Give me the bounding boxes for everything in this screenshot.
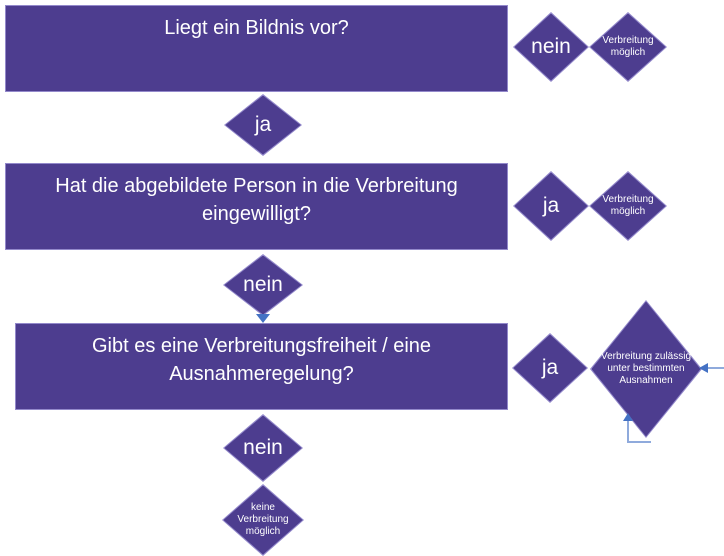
- question-text-2: Hat die abgebildete Person in die Verbre…: [55, 175, 458, 225]
- flow-label-row2: nein: [243, 273, 283, 296]
- question-text-3: Gibt es eine Verbreitungsfreiheit / eine…: [91, 335, 432, 385]
- final-outcome-text: keine Verbreitung möglich: [237, 502, 289, 537]
- outcome-text-row3: Verbreitung zulässig unter bestimmten Au…: [600, 351, 692, 386]
- outcome-diamond-row2: Verbreitung möglich: [589, 171, 667, 241]
- branch-diamond-row1-nein: nein: [513, 12, 589, 82]
- flow-diamond-row3-nein: nein: [223, 414, 303, 482]
- loop-connector-horizontal: [627, 441, 651, 443]
- connector-arrow-down-icon: [256, 314, 270, 323]
- connector-arrow-left-icon: [699, 363, 708, 373]
- branch-label-row3: ja: [541, 356, 559, 379]
- flow-label-row3: nein: [243, 436, 283, 459]
- flow-diamond-row2-nein: nein: [223, 254, 303, 316]
- flow-label-row1: ja: [254, 113, 272, 136]
- question-box-2: Hat die abgebildete Person in die Verbre…: [5, 163, 508, 250]
- connector-line-right: [708, 367, 724, 369]
- branch-diamond-row3-ja: ja: [512, 333, 588, 403]
- branch-label-row2: ja: [542, 194, 560, 217]
- question-box-1: Liegt ein Bildnis vor?: [5, 5, 508, 92]
- loop-connector-vertical: [627, 421, 629, 442]
- flow-diamond-row1-ja: ja: [224, 94, 302, 156]
- final-outcome-diamond: keine Verbreitung möglich: [222, 484, 304, 556]
- outcome-diamond-row3: Verbreitung zulässig unter bestimmten Au…: [590, 300, 702, 438]
- question-text-1: Liegt ein Bildnis vor?: [164, 17, 349, 39]
- outcome-text-row1: Verbreitung möglich: [602, 35, 654, 58]
- question-box-3: Gibt es eine Verbreitungsfreiheit / eine…: [15, 323, 508, 410]
- branch-diamond-row2-ja: ja: [513, 171, 589, 241]
- loop-arrow-up-icon: [623, 413, 633, 421]
- outcome-diamond-row1: Verbreitung möglich: [589, 12, 667, 82]
- outcome-text-row2: Verbreitung möglich: [602, 194, 654, 217]
- branch-label-row1: nein: [531, 35, 571, 58]
